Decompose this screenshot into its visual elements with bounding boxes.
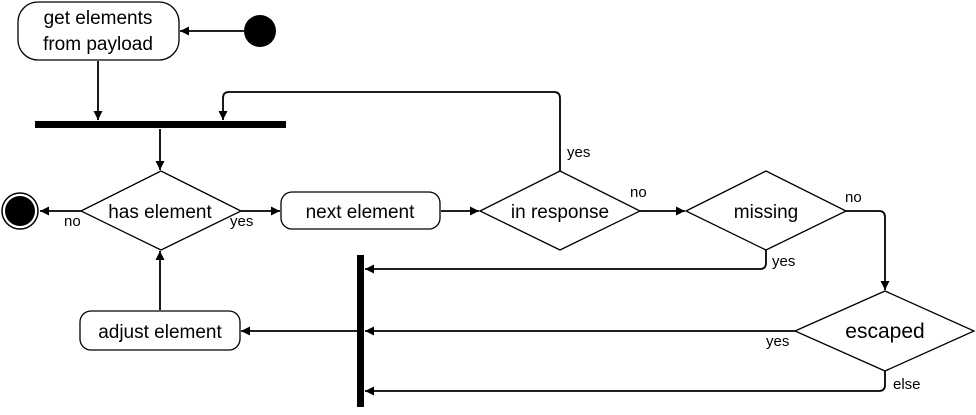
edge-label-in-response-no: no — [630, 184, 647, 201]
edge-label-escaped-yes: yes — [766, 333, 789, 350]
edge-label-has-element-yes: yes — [230, 213, 253, 230]
fork-bar-top — [35, 121, 286, 128]
join-bar-vertical — [357, 255, 364, 407]
edge-in-response-yes-loop — [218, 91, 561, 171]
adjust-element-label: adjust element — [98, 322, 222, 343]
missing-label: missing — [734, 202, 798, 223]
edge-escaped-else-to-join — [365, 371, 886, 396]
edge-missing-no-to-escaped — [846, 210, 890, 290]
has-element-label: has element — [108, 202, 212, 223]
edge-label-missing-yes: yes — [772, 253, 795, 270]
edge-label-has-element-no: no — [64, 213, 81, 230]
final-node-inner — [5, 196, 35, 226]
in-response-label: in response — [511, 202, 609, 223]
edge-missing-yes-to-join — [365, 250, 767, 274]
get-elements-label-line2: from payload — [43, 34, 153, 55]
next-element-label: next element — [306, 202, 416, 223]
initial-node — [244, 15, 276, 47]
get-elements-label-line1: get elements — [44, 8, 153, 29]
edge-label-escaped-else: else — [893, 376, 921, 393]
escaped-decision — [793, 290, 976, 372]
edge-label-missing-no: no — [845, 189, 862, 206]
next-element-node — [280, 191, 441, 230]
adjust-element-node — [79, 310, 241, 351]
edge-label-in-response-yes: yes — [567, 144, 590, 161]
get-elements-node — [17, 1, 180, 61]
escaped-label: escaped — [845, 320, 924, 343]
